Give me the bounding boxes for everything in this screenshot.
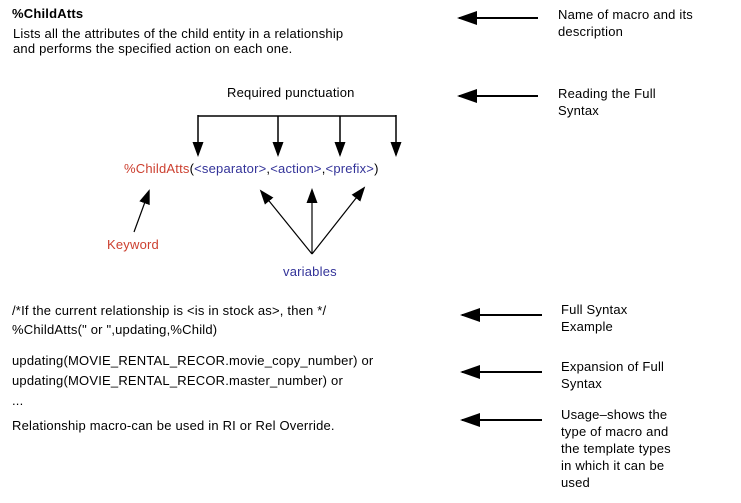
annotation-name-of-macro: Name of macro and its description bbox=[558, 6, 693, 40]
annotation-line: the template types bbox=[561, 441, 671, 456]
variables-label: variables bbox=[283, 264, 337, 279]
variables-arrows bbox=[259, 186, 366, 255]
syntax-expansion: updating(MOVIE_RENTAL_RECOR.movie_copy_n… bbox=[12, 351, 373, 411]
expansion-line-1: updating(MOVIE_RENTAL_RECOR.movie_copy_n… bbox=[12, 353, 374, 368]
syntax-open-paren: ( bbox=[189, 161, 195, 176]
syntax-keyword: %ChildAtts bbox=[124, 161, 190, 176]
syntax-close-paren: ) bbox=[374, 161, 379, 176]
annotation-line: Example bbox=[561, 319, 613, 334]
annotation-line: used bbox=[561, 475, 590, 490]
annotation-full-syntax-example: Full Syntax Example bbox=[561, 301, 628, 335]
macro-description-line-1: Lists all the attributes of the child en… bbox=[13, 26, 344, 41]
annotation-line: type of macro and bbox=[561, 424, 669, 439]
annotation-line: Expansion of Full bbox=[561, 359, 665, 374]
syntax-separator-param: <separator> bbox=[194, 161, 267, 176]
annotation-line: Name of macro and its bbox=[558, 7, 693, 22]
annotation-line: description bbox=[558, 24, 624, 39]
annotation-line: Syntax bbox=[561, 376, 602, 391]
expansion-line-2: updating(MOVIE_RENTAL_RECOR.master_numbe… bbox=[12, 373, 343, 388]
example-comment: /*If the current relationship is <is in … bbox=[12, 303, 327, 318]
usage-note: Relationship macro-can be used in RI or … bbox=[12, 418, 335, 433]
keyword-label: Keyword bbox=[107, 237, 159, 252]
macro-description-line-2: and performs the specified action on eac… bbox=[13, 41, 293, 56]
expansion-ellipsis: ... bbox=[12, 393, 24, 408]
keyword-arrow bbox=[133, 189, 150, 233]
annotation-line: Usage–shows the bbox=[561, 407, 668, 422]
syntax-comma-2: , bbox=[321, 161, 326, 176]
annotation-line: Reading the Full bbox=[558, 86, 656, 101]
full-syntax-example: /*If the current relationship is <is in … bbox=[12, 301, 326, 339]
annotation-line: Syntax bbox=[558, 103, 599, 118]
annotation-reading-full-syntax: Reading the Full Syntax bbox=[558, 85, 656, 119]
annotation-arrows bbox=[457, 11, 542, 427]
syntax-line: %ChildAtts(<separator>,<action>,<prefix>… bbox=[124, 161, 379, 176]
syntax-prefix-param: <prefix> bbox=[325, 161, 375, 176]
syntax-action-param: <action> bbox=[270, 161, 322, 176]
annotation-line: in which it can be bbox=[561, 458, 665, 473]
annotation-expansion-of-full-syntax: Expansion of Full Syntax bbox=[561, 358, 664, 392]
punctuation-bracket-arrows bbox=[192, 115, 402, 157]
syntax-comma-1: , bbox=[266, 161, 271, 176]
example-call: %ChildAtts(" or ",updating,%Child) bbox=[12, 322, 218, 337]
annotation-line: Full Syntax bbox=[561, 302, 628, 317]
required-punctuation-label: Required punctuation bbox=[227, 85, 355, 100]
annotation-usage: Usage–shows the type of macro and the te… bbox=[561, 406, 671, 491]
macro-title: %ChildAtts bbox=[12, 6, 84, 21]
